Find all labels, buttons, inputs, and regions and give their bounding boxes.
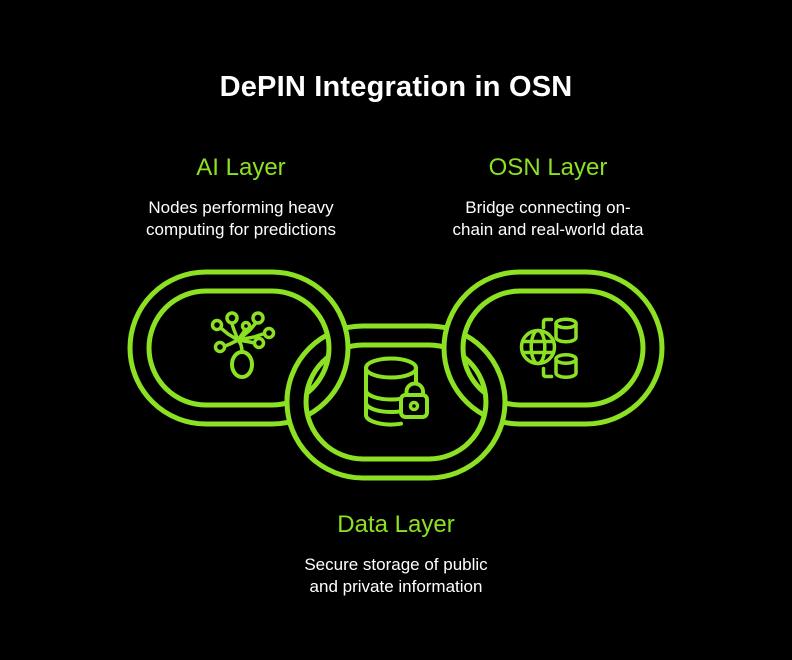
layer-data-label: Data Layer bbox=[337, 511, 455, 538]
description-line: Bridge connecting on- bbox=[465, 197, 631, 217]
bracket-top bbox=[541, 317, 554, 330]
description-line: Nodes performing heavy bbox=[148, 197, 334, 217]
description-line: and private information bbox=[309, 577, 483, 597]
layer-ai-label: AI Layer bbox=[196, 154, 286, 181]
layer-osn: OSN Layer Bridge connecting on-chain and… bbox=[408, 154, 688, 242]
layer-data-description: Secure storage of public and private info… bbox=[256, 554, 536, 599]
database-lock-icon bbox=[364, 356, 429, 427]
chain-link-data bbox=[284, 323, 508, 481]
bracket-bottom bbox=[541, 366, 554, 379]
layer-ai-description: Nodes performing heavy computing for pred… bbox=[101, 197, 381, 242]
description-line: chain and real-world data bbox=[452, 220, 644, 240]
page-title: DePIN Integration in OSN bbox=[219, 71, 573, 103]
layer-ai: AI Layer Nodes performing heavy computing… bbox=[101, 154, 381, 242]
globe-data-sync-icon bbox=[519, 317, 578, 379]
layer-osn-label: OSN Layer bbox=[488, 154, 608, 181]
chain-link-osn bbox=[441, 269, 665, 427]
description-line: Secure storage of public bbox=[304, 554, 488, 574]
layer-data: Data Layer Secure storage of public and p… bbox=[256, 511, 536, 599]
chain-link-ai bbox=[127, 269, 351, 427]
lock-shackle bbox=[404, 381, 425, 397]
lock-body bbox=[399, 393, 429, 419]
description-line: computing for predictions bbox=[146, 220, 336, 240]
neural-network-icon bbox=[210, 311, 276, 379]
lock-keyhole bbox=[408, 400, 420, 412]
layer-osn-description: Bridge connecting on-chain and real-worl… bbox=[408, 197, 688, 242]
